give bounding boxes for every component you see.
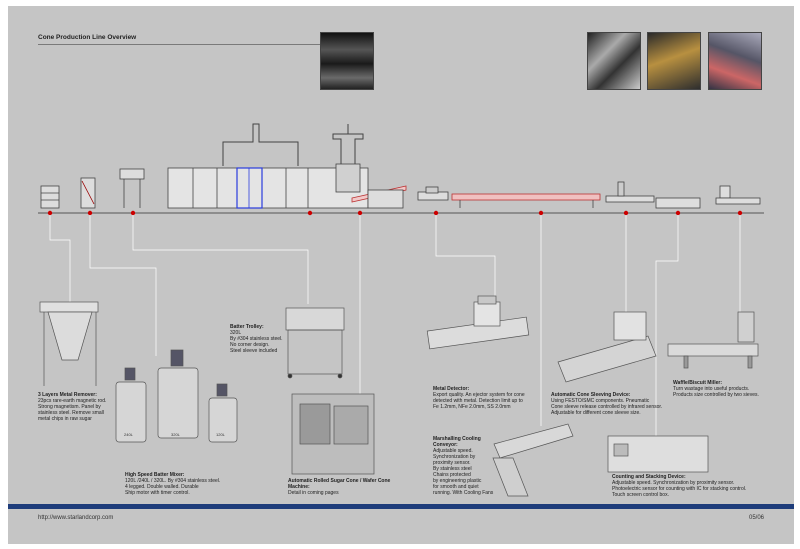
miller-icon — [715, 185, 761, 205]
label-title: Waffle/Biscuit Miller: — [673, 380, 722, 386]
metal-detector-icon — [417, 186, 449, 201]
photo-cone-plates — [320, 32, 374, 90]
label-desc: Using FESTO/SMC components. Pneumatic Co… — [551, 398, 663, 416]
label-title: Metal Detector: — [433, 386, 470, 392]
cone-machine-photo — [291, 393, 375, 475]
label-waffle-miller: Waffle/Biscuit Miller: Turn wastage into… — [673, 380, 773, 398]
title-rule — [38, 44, 328, 45]
label-desc: 120L /240L / 320L. By #304 stainless ste… — [125, 478, 221, 496]
tank-size-120: 120L — [216, 432, 225, 437]
metal-remover-icon — [40, 185, 60, 209]
sleeving-device-icon — [605, 181, 655, 203]
production-line-diagram — [38, 123, 764, 497]
photo-production-floor — [708, 32, 762, 90]
stacking-device-icon — [655, 197, 701, 209]
trolley-icon — [119, 168, 145, 208]
label-desc: 320L By #304 stainless steel. No corner … — [230, 330, 283, 354]
label-sleeving-device: Automatic Cone Sleeving Device: Using FE… — [551, 392, 669, 416]
tank-size-320: 320L — [171, 432, 180, 437]
label-title: Marshalling Cooling Conveyor: — [433, 436, 481, 448]
stacking-device-photo — [607, 435, 709, 473]
sleeving-device-photo — [557, 311, 657, 383]
cooling-conveyor-photo — [492, 423, 574, 497]
label-cooling-conveyor: Marshalling Cooling Conveyor: Adjustable… — [433, 436, 503, 496]
label-desc: Turn wastage into useful products. Produ… — [673, 386, 759, 398]
label-desc: Adjustable speed. Synchronization by pro… — [612, 480, 747, 498]
photo-cone-baking — [647, 32, 701, 90]
label-title: High Speed Batter Mixer: — [125, 472, 185, 478]
photo-cone-rolling — [587, 32, 641, 90]
metal-remover-photo — [39, 301, 99, 386]
label-title: Batter Trolley: — [230, 324, 264, 330]
label-title: Automatic Cone Sleeving Device: — [551, 392, 631, 398]
cone-machine-icon — [167, 163, 369, 209]
label-desc: Adjustable speed. Synchronization by pro… — [433, 448, 494, 496]
batter-trolley-photo — [285, 307, 345, 379]
label-metal-detector: Metal Detector: Export quality. An eject… — [433, 386, 551, 410]
exhaust-duct-icon — [222, 123, 364, 166]
label-desc: 23pcs rare-earth magnetic rod. Strong ma… — [38, 398, 107, 422]
label-title: Automatic Rolled Sugar Cone / Wafer Cone… — [288, 478, 391, 490]
cooling-conveyor-icon — [451, 193, 601, 208]
page-title: Cone Production Line Overview — [38, 34, 137, 41]
label-batter-trolley: Batter Trolley: 320L By #304 stainless s… — [230, 324, 290, 354]
label-title: Counting and Stacking Device: — [612, 474, 686, 480]
metal-detector-photo — [426, 295, 530, 350]
footer-page-number: 05/06 — [748, 515, 764, 521]
label-desc: Detail in coming pages — [288, 490, 339, 496]
footer-url[interactable]: http://www.starlandcorp.com — [38, 515, 114, 521]
batter-mixer-photos — [115, 349, 238, 443]
label-desc: Export quality. An ejector system for co… — [433, 392, 525, 410]
miller-photo — [667, 311, 759, 369]
label-batter-mixer: High Speed Batter Mixer: 120L /240L / 32… — [125, 472, 255, 496]
callout-lines — [49, 215, 741, 436]
brochure-page: Cone Production Line Overview — [8, 6, 794, 544]
station-markers — [47, 210, 743, 216]
tank-size-240: 240L — [124, 432, 133, 437]
label-stacking-device: Counting and Stacking Device: Adjustable… — [612, 474, 772, 498]
label-title: 3 Layers Metal Remover: — [38, 392, 97, 398]
elevator-icon — [80, 177, 96, 209]
label-cone-machine: Automatic Rolled Sugar Cone / Wafer Cone… — [288, 478, 398, 496]
label-metal-remover: 3 Layers Metal Remover: 23pcs rare-earth… — [38, 392, 120, 422]
inclined-conveyor-icon — [351, 185, 407, 209]
footer-bar — [8, 504, 794, 509]
